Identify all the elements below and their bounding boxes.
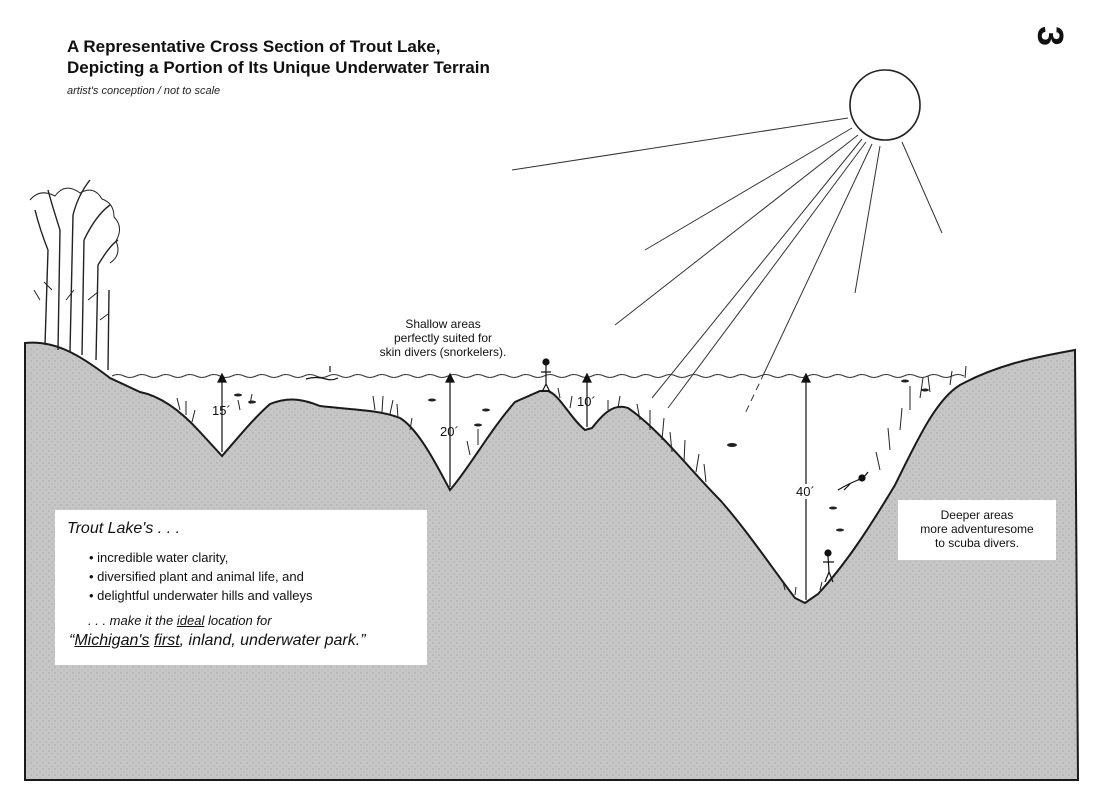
diagram-subtitle: artist's conception / not to scale (67, 85, 221, 97)
info-item-terrain: delightful underwater hills and valleys (89, 586, 312, 605)
info-heading: Trout Lake's . . . (67, 520, 181, 537)
depth-markers (217, 372, 811, 600)
underwater-plants (176, 365, 967, 596)
deep-callout-line-2: more adventuresome (920, 522, 1034, 536)
park-quote-open: “ (69, 632, 75, 649)
lead-ideal: ideal (176, 613, 205, 628)
snorkeler-icon (305, 366, 339, 381)
scuba-diver-icon-lower (823, 549, 834, 583)
deep-callout-line-3: to scuba divers. (934, 536, 1020, 550)
depth-label-40: 40´ (796, 484, 815, 499)
sun-icon (511, 69, 943, 436)
info-item-clarity: incredible water clarity, (89, 548, 313, 567)
shallow-callout-line-1: Shallow areas (405, 317, 481, 331)
title-line-2: Depicting a Portion of Its Unique Underw… (67, 58, 490, 77)
depth-label-20: 20´ (440, 424, 459, 439)
trout-lake-info-box: Trout Lake's . . . incredible water clar… (55, 510, 427, 665)
info-list: incredible water clarity, diversified pl… (89, 548, 313, 605)
park-michigans: Michigan's (74, 632, 150, 649)
tree-icon (29, 179, 120, 371)
wading-person-icon (541, 358, 551, 393)
lead-after: location for (204, 613, 272, 628)
diagram-title: A Representative Cross Section of Trout … (67, 36, 490, 78)
park-rest: , inland, underwater park.” (179, 632, 366, 649)
depth-label-10: 10´ (577, 394, 596, 409)
info-lead-text: . . . make it the ideal location for (88, 613, 272, 628)
depth-label-15: 15´ (212, 403, 231, 418)
shallow-areas-callout: Shallow areas perfectly suited for skin … (373, 317, 513, 359)
title-line-1: A Representative Cross Section of Trout … (67, 37, 441, 56)
lead-before: . . . make it the (88, 613, 177, 628)
lake-bed-terrain (24, 341, 1080, 781)
info-item-life: diversified plant and animal life, and (89, 567, 313, 586)
deep-callout-line-1: Deeper areas (940, 508, 1014, 522)
underwater-park-quote: “Michigan's first, inland, underwater pa… (69, 632, 366, 650)
fish-icon (234, 379, 929, 532)
water-surface (111, 374, 965, 378)
deeper-areas-callout: Deeper areas more adventuresome to scuba… (898, 500, 1056, 560)
park-first: first (153, 632, 180, 649)
shallow-callout-line-2: perfectly suited for (393, 331, 493, 345)
scuba-diver-icon (837, 471, 869, 491)
shallow-callout-line-3: skin divers (snorkelers). (379, 345, 507, 359)
